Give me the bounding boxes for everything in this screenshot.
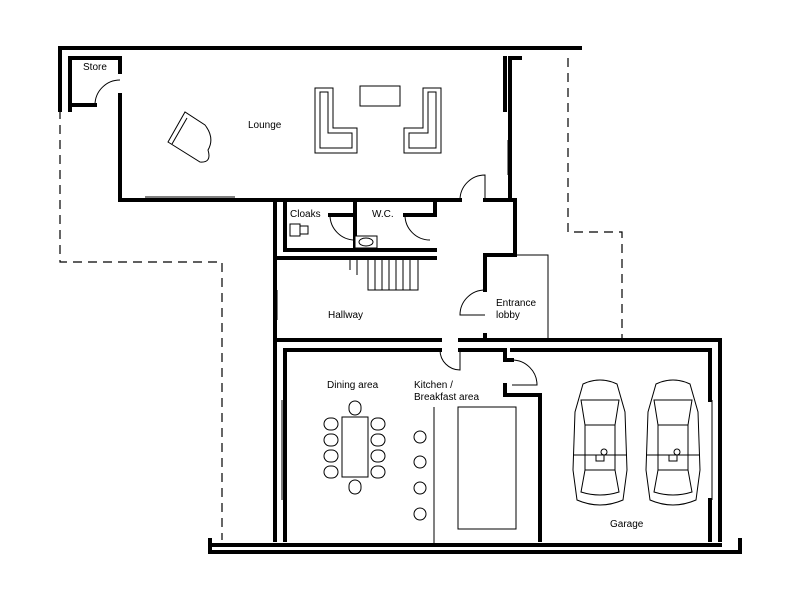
- entrance-lobby-outline: [515, 254, 549, 340]
- label-store: Store: [83, 62, 107, 73]
- staircase: [349, 257, 419, 291]
- sofa-left: [314, 87, 358, 154]
- dining-set: [323, 400, 386, 495]
- label-garage: Garage: [610, 519, 644, 530]
- wc-fixtures: [289, 223, 378, 249]
- kitchen-island: [457, 406, 517, 530]
- sofa-right: [403, 87, 442, 154]
- dining-table: [341, 416, 369, 478]
- windows: [145, 140, 713, 500]
- room-labels: Store Lounge Cloaks W.C. Hallway Entranc…: [83, 62, 644, 530]
- label-entrance-lobby-2: lobby: [496, 310, 520, 321]
- kitchen-units: [413, 406, 517, 545]
- label-hallway: Hallway: [328, 310, 363, 321]
- label-dining-area: Dining area: [327, 380, 379, 391]
- coffee-table: [359, 85, 401, 107]
- label-lounge: Lounge: [248, 120, 282, 131]
- label-cloaks: Cloaks: [290, 209, 321, 220]
- toilet: [289, 223, 301, 237]
- lounge-furniture: [167, 85, 442, 163]
- label-kitchen-1: Kitchen /: [414, 380, 453, 391]
- label-entrance-lobby-1: Entrance: [496, 298, 536, 309]
- piano: [167, 111, 212, 163]
- car-right: [645, 379, 701, 506]
- car-left: [572, 379, 628, 506]
- label-wc: W.C.: [372, 209, 394, 220]
- walls: [58, 46, 742, 554]
- label-kitchen-2: Breakfast area: [414, 392, 479, 403]
- doors: [94, 79, 538, 386]
